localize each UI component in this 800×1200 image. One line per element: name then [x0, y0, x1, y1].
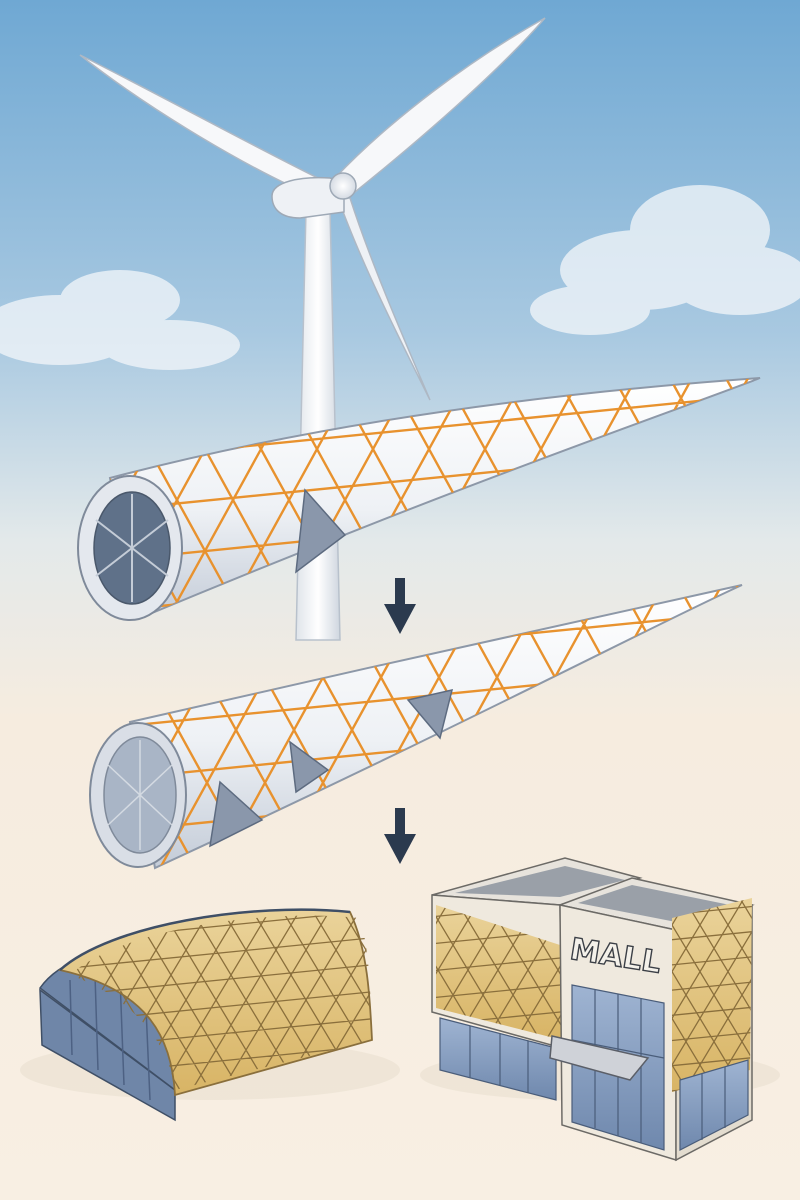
- blade-1-root-struts: [95, 494, 169, 602]
- turbine-blade-top: [333, 17, 546, 198]
- hangar-building: [20, 908, 400, 1122]
- turbine-blade-left: [79, 54, 332, 201]
- blade-1-cutouts: [295, 488, 347, 574]
- arrow-down-icon: [384, 578, 416, 634]
- turbine-blade-bottom: [336, 197, 431, 401]
- clouds: [0, 185, 800, 370]
- mall-building: MALL: [420, 857, 780, 1162]
- hangar-door-lines: [69, 974, 151, 1101]
- blade-section-1: [77, 377, 761, 621]
- arrow-down-icon: [384, 808, 416, 864]
- blade-2-root-struts: [107, 740, 173, 850]
- mall-right-lattice: [672, 898, 752, 1092]
- mall-left-windows: [439, 1017, 557, 1101]
- blade-2-cutouts: [209, 688, 454, 848]
- turbine-hub: [329, 172, 357, 200]
- mall-entrance-canopy: [549, 1035, 650, 1081]
- blade-section-2: [89, 584, 743, 870]
